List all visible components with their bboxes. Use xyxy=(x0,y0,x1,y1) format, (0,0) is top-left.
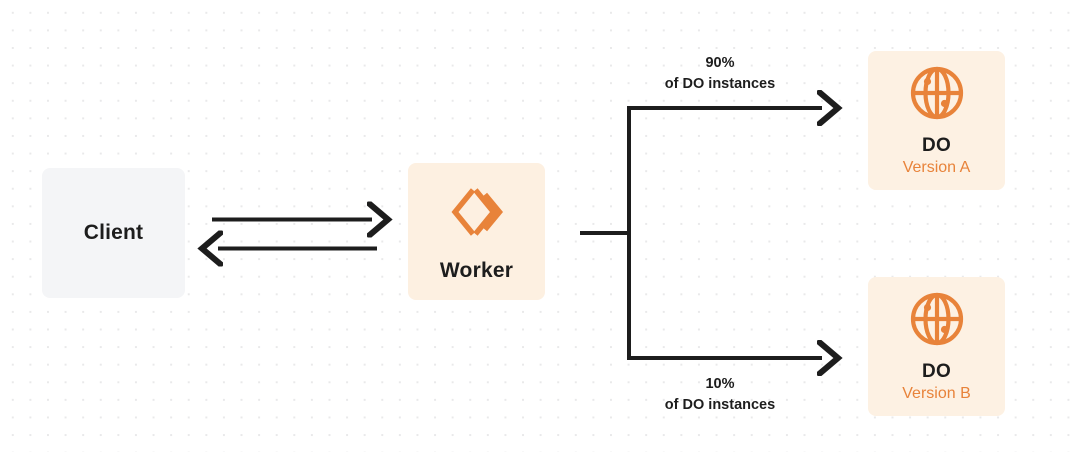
node-client-label: Client xyxy=(83,221,144,244)
edge-label-do-a-percent: 90% xyxy=(705,55,735,71)
node-do-b-label: DO xyxy=(921,360,952,382)
node-do-b-version: Version B xyxy=(902,384,971,402)
node-client[interactable]: Client xyxy=(42,168,185,298)
globe-icon xyxy=(909,65,965,121)
edge-label-do-a-description: of DO instances xyxy=(664,76,776,93)
edge-label-do-b-percent: 10% xyxy=(705,376,735,392)
node-do-a-version: Version A xyxy=(902,158,971,176)
node-worker[interactable]: Worker xyxy=(408,163,545,300)
globe-icon xyxy=(909,291,965,347)
node-do-a-label: DO xyxy=(921,134,952,156)
edge-label-do-b-description: of DO instances xyxy=(664,397,776,414)
node-do-version-b[interactable]: DO Version B xyxy=(868,277,1005,416)
edge-label-do-b: 10% of DO instances xyxy=(630,374,810,416)
node-do-version-a[interactable]: DO Version A xyxy=(868,51,1005,190)
node-worker-label: Worker xyxy=(439,258,514,282)
edge-label-do-a: 90% of DO instances xyxy=(630,53,810,95)
cloudflare-workers-icon xyxy=(446,181,508,243)
